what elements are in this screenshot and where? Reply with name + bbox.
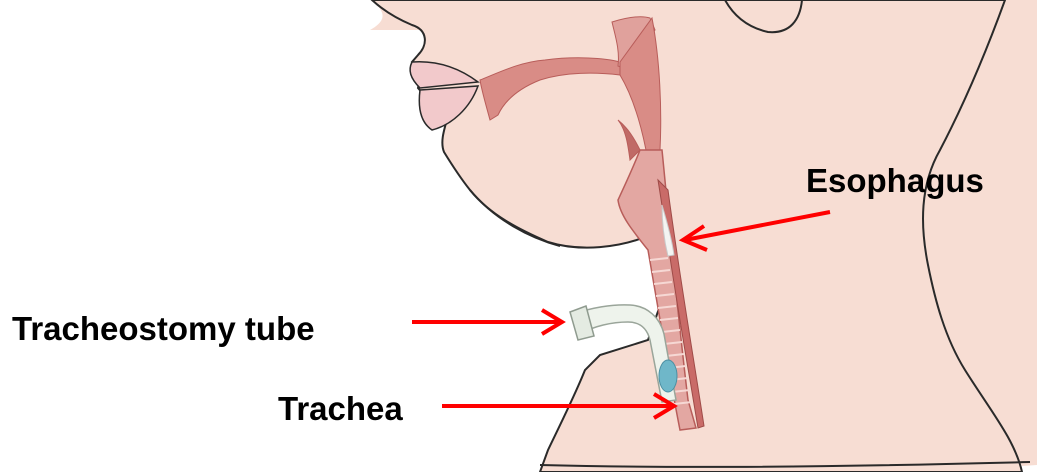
tracheostomy-tube-label: Tracheostomy tube [12, 312, 315, 345]
trachea-label: Trachea [278, 392, 403, 425]
arrow-tracheostomy-tube [412, 310, 562, 334]
tracheostomy-cuff [659, 360, 677, 392]
esophagus-label: Esophagus [806, 164, 984, 197]
